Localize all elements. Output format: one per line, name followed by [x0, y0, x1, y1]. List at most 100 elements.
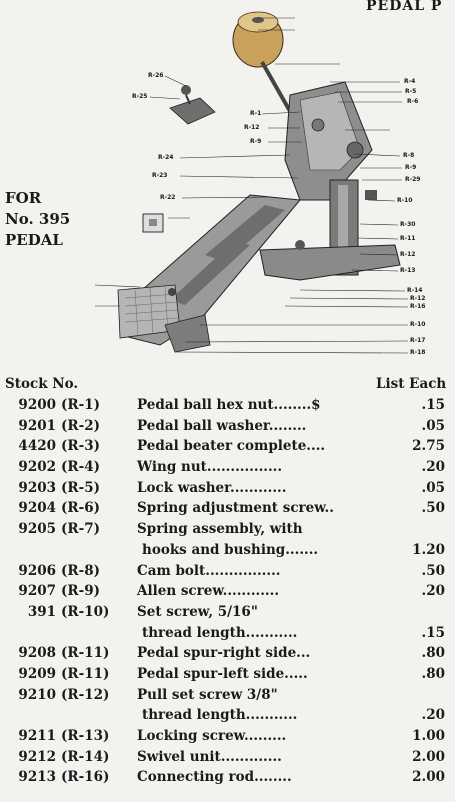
part-price: 2.00 — [412, 769, 445, 786]
part-description: thread length........... — [142, 624, 298, 641]
part-stock-no: 9210 — [18, 686, 56, 703]
callout-r12-lower: R-12 — [410, 295, 426, 302]
parts-row: 9212 (R-14) Swivel unit............. 2.00 — [0, 749, 455, 770]
part-stock-no: 9208 — [18, 645, 56, 662]
callout-r23: R-23 — [152, 172, 168, 179]
parts-row: 9204 (R-6) Spring adjustment screw.. .50 — [0, 500, 455, 521]
callout-r1: R-1 — [250, 110, 262, 117]
parts-row: 9201(R-2)Pedal ball washer.........05 — [0, 418, 455, 439]
for-pedal-note: FOR No. 395 PEDAL — [5, 188, 70, 251]
part-stock-no: 4420 — [18, 438, 56, 455]
part-price: .05 — [421, 417, 446, 434]
callout-r5: R-5 — [405, 88, 417, 95]
part-ref: (R-4) — [61, 459, 100, 476]
callout-r30: R-30 — [400, 221, 416, 228]
callout-r16: R-16 — [410, 303, 426, 310]
part-price: .20 — [421, 459, 446, 476]
part-price: .80 — [421, 665, 446, 682]
callout-r12-right: R-12 — [400, 251, 416, 258]
part-stock-no: 9209 — [18, 665, 56, 682]
leader-lines — [94, 17, 409, 354]
part-stock-no: 9205 — [18, 521, 56, 538]
callout-r10: R-10 — [397, 197, 413, 204]
parts-row: 9209 (R-11) Pedal spur-left side..... .80 — [0, 666, 455, 687]
part-ref: (R-9) — [61, 583, 100, 600]
part-description: Lock washer............ — [137, 479, 287, 496]
part-ref: (R-16) — [61, 769, 110, 786]
callout-r24: R-24 — [158, 154, 174, 161]
parts-row: 9208 (R-11) Pedal spur-right side... .80 — [0, 645, 455, 666]
pedal-diagram — [94, 11, 409, 354]
part-price: .15 — [421, 397, 446, 413]
detached-clamp — [169, 85, 216, 125]
part-description: Spring assembly, with — [137, 521, 303, 538]
callout-r9: R-9 — [250, 138, 262, 145]
part-description: Pedal spur-left side..... — [137, 665, 308, 682]
part-description: Spring adjustment screw.. — [137, 500, 334, 517]
part-stock-no: 9204 — [18, 500, 56, 517]
part-ref: (R-8) — [61, 562, 100, 579]
stock-no-header: Stock No. — [5, 376, 79, 392]
part-ref: (R-14) — [61, 748, 110, 765]
callout-r18: R-18 — [410, 349, 426, 356]
for-line-2: No. 395 — [5, 210, 71, 228]
callout-r13: R-13 — [400, 267, 416, 274]
part-price: .05 — [421, 479, 446, 496]
part-price: 2.00 — [412, 748, 445, 765]
part-ref: (R-6) — [61, 500, 100, 517]
callout-r26: R-26 — [148, 72, 164, 79]
part-price: 1.00 — [412, 728, 445, 744]
parts-row: 9207(R-9)Allen screw.............20 — [0, 583, 455, 604]
beater-ball — [232, 11, 284, 68]
callout-r9-right: R-9 — [405, 164, 417, 171]
parts-row: 9205 (R-7) Spring assembly, with — [0, 521, 455, 542]
parts-row: 9211(R-13)Locking screw.........1.00 — [0, 728, 455, 749]
pedal-board — [117, 194, 301, 346]
part-ref: (R-7) — [61, 521, 100, 538]
part-price: .20 — [421, 583, 446, 600]
part-description: Set screw, 5/16" — [137, 603, 258, 620]
part-stock-no: 9202 — [18, 459, 56, 476]
part-description: Pedal spur-right side... — [137, 645, 311, 662]
parts-row: thread length............20 — [0, 707, 455, 728]
part-stock-no: 9203 — [18, 479, 56, 496]
parts-row: 9203 (R-5) Lock washer............ .05 — [0, 480, 455, 501]
part-stock-no: 9201 — [18, 417, 56, 434]
part-ref: (R-5) — [61, 479, 100, 496]
part-description: Connecting rod........ — [137, 769, 292, 786]
part-description: Pedal ball washer........ — [137, 417, 307, 434]
callout-r8: R-8 — [403, 152, 415, 159]
part-stock-no: 391 — [27, 603, 56, 620]
part-description: Locking screw......... — [137, 728, 287, 744]
part-ref: (R-11) — [61, 645, 110, 662]
part-stock-no: 9211 — [18, 728, 56, 744]
part-stock-no: 9212 — [18, 748, 56, 765]
parts-row: hooks and bushing.......1.20 — [0, 542, 455, 563]
page-title: PEDAL P — [366, 0, 443, 14]
callout-r29: R-29 — [405, 176, 421, 183]
parts-row: 9210(R-12)Pull set screw 3/8" — [0, 687, 455, 708]
parts-row: 391 (R-10) Set screw, 5/16" — [0, 604, 455, 625]
part-price: .50 — [421, 500, 446, 517]
part-description: Swivel unit............. — [137, 748, 282, 765]
part-ref: (R-11) — [61, 665, 110, 682]
part-stock-no: 9213 — [18, 769, 56, 786]
parts-row: 9213 (R-16) Connecting rod........ 2.00 — [0, 769, 455, 790]
callout-r12: R-12 — [244, 124, 260, 131]
part-price: .50 — [421, 562, 446, 579]
parts-row: 9206(R-8)Cam bolt.................50 — [0, 563, 455, 584]
parts-row: thread length............15 — [0, 625, 455, 646]
parts-row: 9202 (R-4) Wing nut................ .20 — [0, 459, 455, 480]
for-line-1: FOR — [5, 189, 42, 207]
part-description: Wing nut................ — [137, 459, 283, 476]
parts-row: 9200(R-1)Pedal ball hex nut........$.15 — [0, 397, 455, 418]
part-description: Cam bolt................ — [137, 562, 281, 579]
part-price: .80 — [421, 645, 446, 662]
callout-r11: R-11 — [400, 235, 416, 242]
part-ref: (R-10) — [61, 603, 110, 620]
part-price: .20 — [421, 707, 446, 724]
part-description: Pedal beater complete.... — [137, 438, 326, 455]
callout-r6: R-6 — [407, 98, 419, 105]
callout-r17: R-17 — [410, 337, 426, 344]
